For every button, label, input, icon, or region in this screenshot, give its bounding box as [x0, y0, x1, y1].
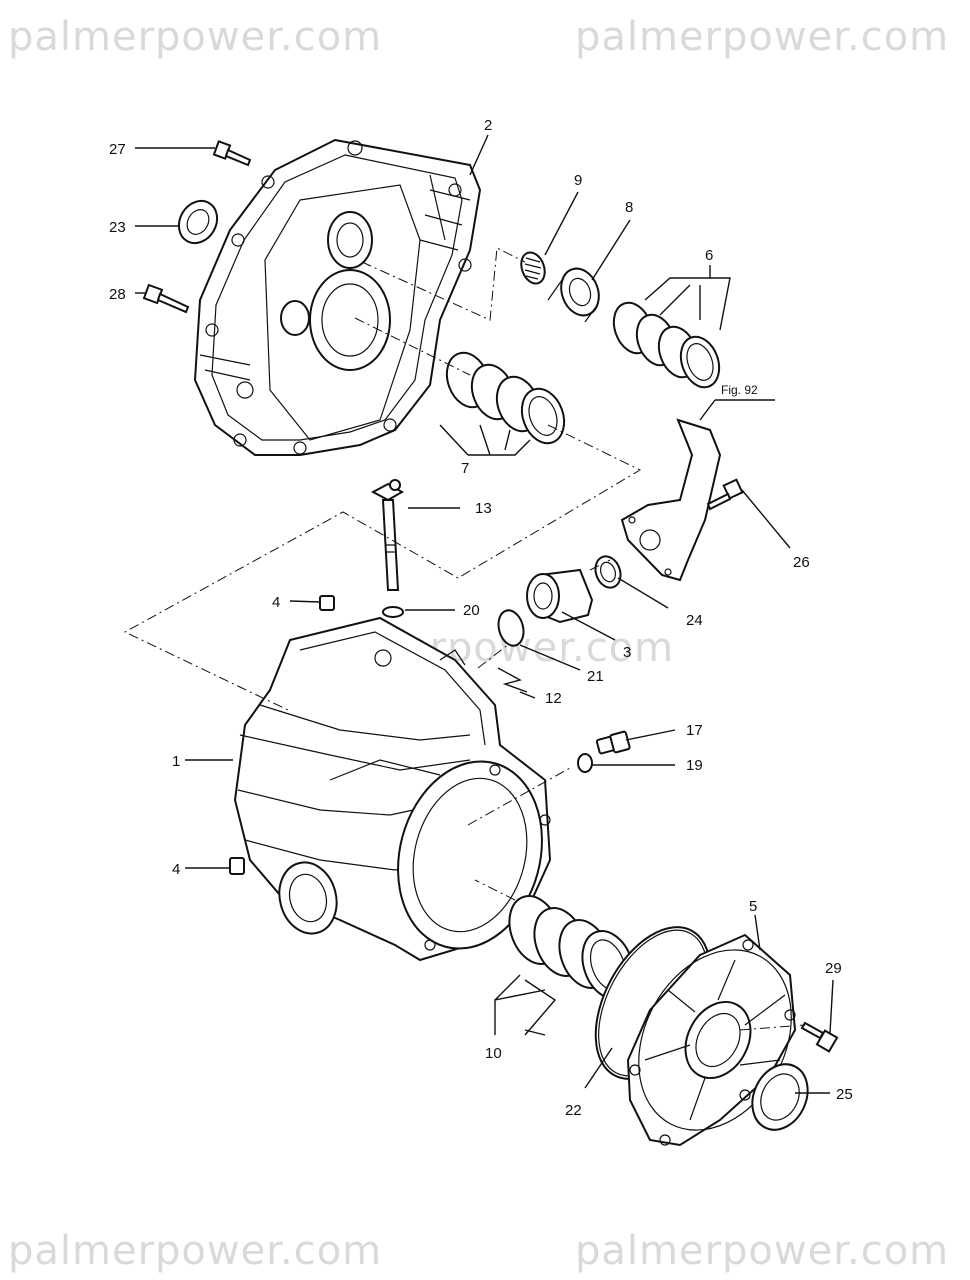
part-3-bearing-housing	[526, 568, 594, 624]
part-13-shaft	[370, 479, 405, 591]
label-part-8: 8	[625, 199, 633, 216]
label-part-20: 20	[463, 602, 480, 619]
part-20-o-ring	[382, 606, 404, 618]
label-part-29: 29	[825, 960, 842, 977]
label-part-6: 6	[705, 247, 713, 264]
watermark-bottom-left: palmerpower.com	[8, 1228, 383, 1274]
label-part-4-top: 4	[272, 594, 280, 611]
part-10-rings	[508, 895, 635, 1000]
part-27-bolt	[212, 140, 252, 167]
part-19-washer	[577, 753, 593, 773]
label-part-25: 25	[836, 1086, 853, 1103]
part-2-housing-plate	[193, 138, 482, 456]
label-part-19: 19	[686, 757, 703, 774]
label-part-13: 13	[475, 500, 492, 517]
label-part-2: 2	[484, 117, 492, 134]
part-1-transmission-case	[233, 616, 552, 962]
part-21-o-ring	[497, 609, 525, 647]
label-part-26: 26	[793, 554, 810, 571]
part-4-pin-top	[319, 595, 335, 611]
watermark-bottom-right: palmerpower.com	[575, 1228, 950, 1274]
part-17-plug	[595, 730, 631, 755]
assembly-center-lines	[123, 247, 806, 1031]
label-part-27: 27	[109, 141, 126, 158]
label-part-28: 28	[109, 286, 126, 303]
label-part-10: 10	[485, 1045, 502, 1062]
fig-92-lever-bracket	[620, 418, 722, 582]
part-5-rear-cover	[626, 933, 797, 1147]
part-24-collar	[594, 555, 622, 589]
part-25-oil-seal	[751, 1063, 809, 1131]
label-part-12: 12	[545, 690, 562, 707]
part-28-bolt	[142, 283, 190, 314]
label-part-17: 17	[686, 722, 703, 739]
part-4-pin-bottom	[229, 857, 245, 875]
part-29-bolt	[800, 1021, 839, 1053]
label-part-24: 24	[686, 612, 703, 629]
label-part-23: 23	[109, 219, 126, 236]
watermark-top-right: palmerpower.com	[575, 14, 950, 60]
label-part-1: 1	[172, 753, 180, 770]
part-12-clip	[497, 667, 528, 693]
label-part-4-bottom: 4	[172, 861, 180, 878]
part-7-rings	[445, 351, 566, 445]
label-part-5: 5	[749, 898, 757, 915]
label-part-7: 7	[461, 460, 469, 477]
part-6-rings	[612, 301, 721, 389]
part-23-oil-seal	[177, 199, 219, 245]
part-8-collar	[547, 267, 600, 323]
label-part-21: 21	[587, 668, 604, 685]
watermark-top-left: palmerpower.com	[8, 14, 383, 60]
label-part-9: 9	[574, 172, 582, 189]
part-9-shim	[520, 251, 546, 285]
label-part-3: 3	[623, 644, 631, 661]
figure-ref-label: Fig. 92	[721, 383, 758, 397]
label-part-22: 22	[565, 1102, 582, 1119]
leader-lines	[135, 134, 834, 1094]
part-26-bolt	[706, 478, 744, 511]
